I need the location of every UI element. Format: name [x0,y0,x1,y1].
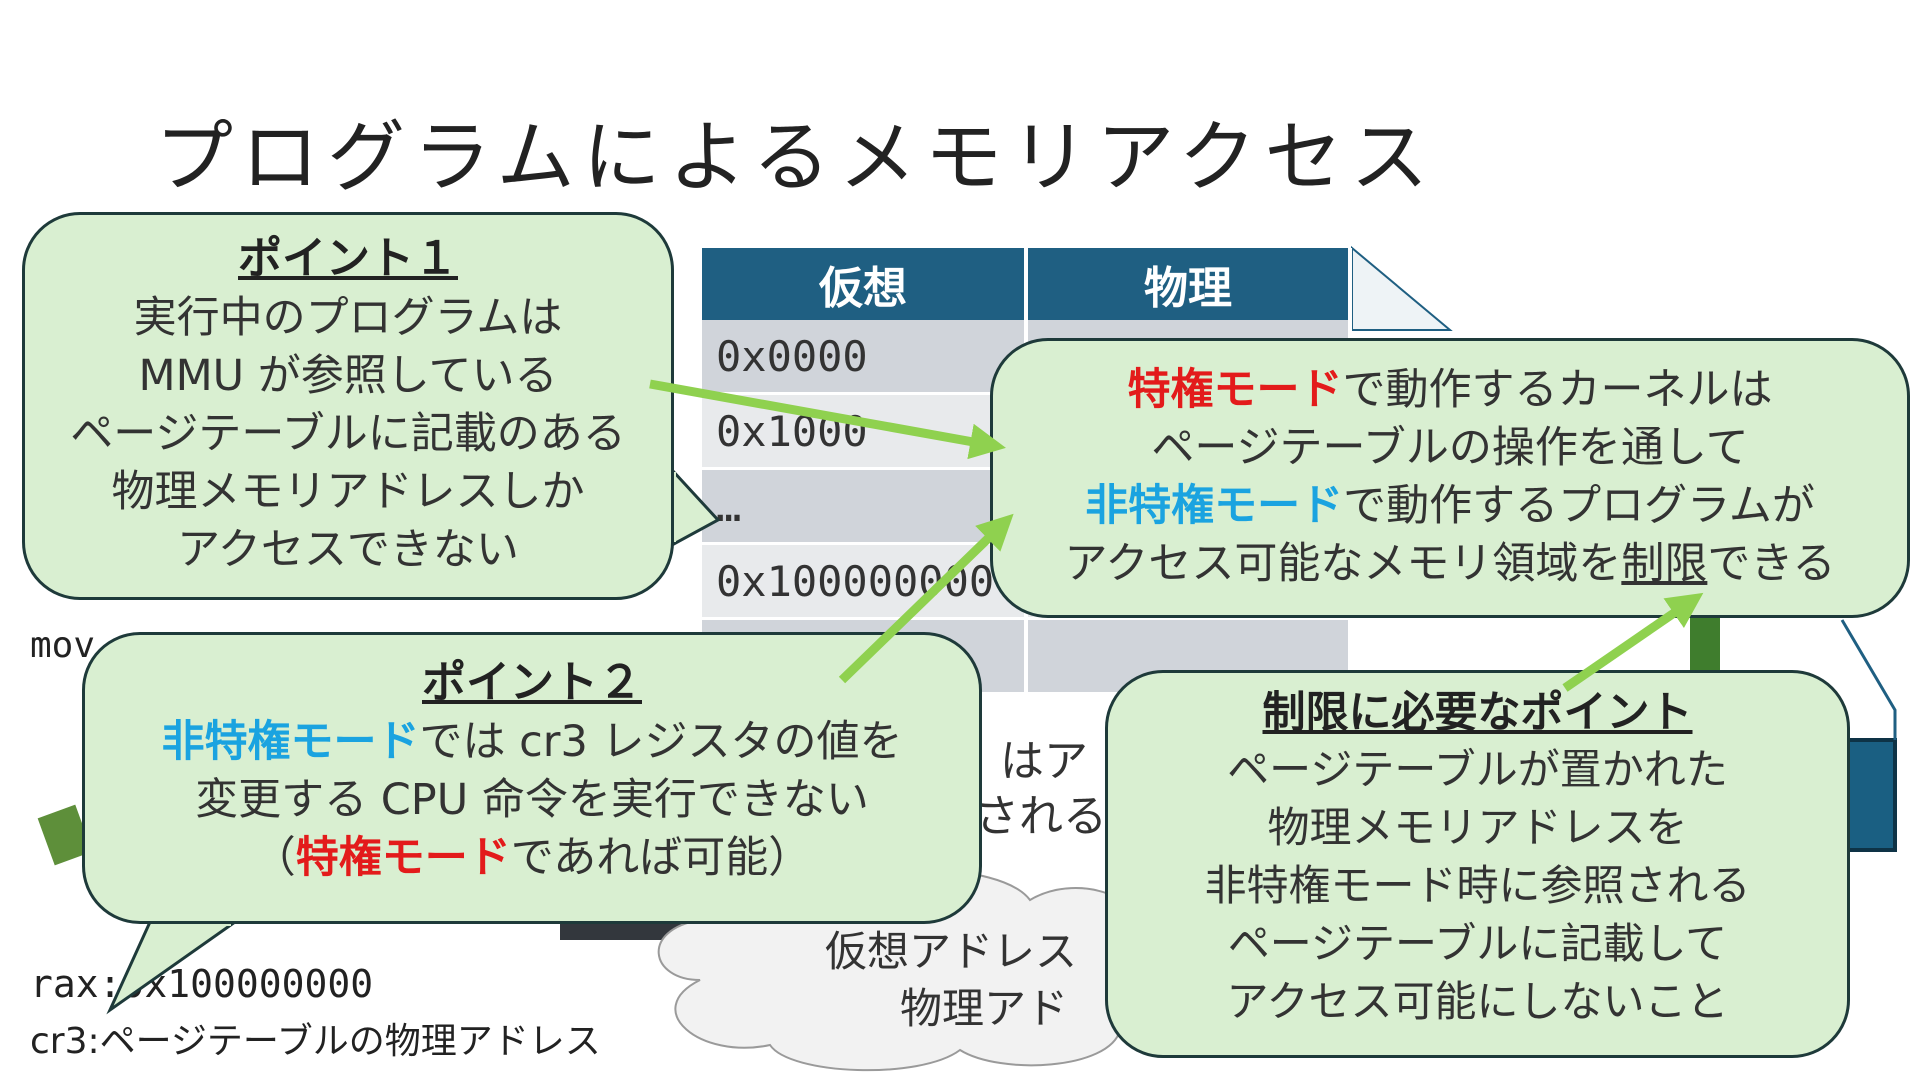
arrow-restriction-to-kernel [1565,602,1690,688]
arrow-point2-to-kernel [842,525,1002,680]
arrow-point1-to-kernel [650,384,990,445]
